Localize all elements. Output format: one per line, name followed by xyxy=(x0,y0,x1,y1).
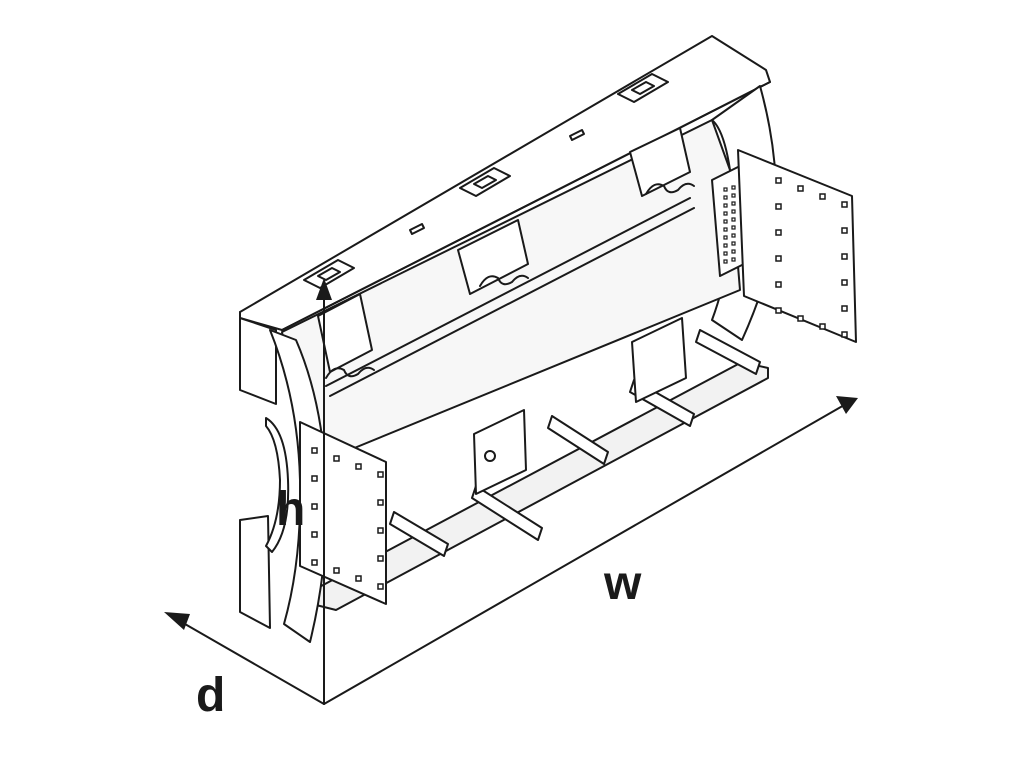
floor-fin xyxy=(389,511,449,557)
terminal-square xyxy=(841,227,848,234)
floor-bracket xyxy=(631,317,687,403)
terminal-square xyxy=(731,225,736,230)
terminal-square xyxy=(819,193,826,200)
terminal-square xyxy=(841,253,848,260)
terminal-square xyxy=(731,249,736,254)
terminal-square xyxy=(311,475,318,482)
connector-pins xyxy=(723,185,736,264)
terminal-square xyxy=(333,567,340,574)
terminal-square xyxy=(731,233,736,238)
terminal-square xyxy=(377,555,384,562)
top-slot xyxy=(303,259,355,289)
left-end-wall-window xyxy=(265,417,290,553)
terminal-square xyxy=(797,315,804,322)
top-slot xyxy=(409,223,425,235)
floor-fin xyxy=(695,329,761,375)
terminal-square xyxy=(377,471,384,478)
terminal-square xyxy=(775,177,782,184)
terminal-square xyxy=(723,227,728,232)
terminal-square xyxy=(311,503,318,510)
depth-label: d xyxy=(196,669,226,722)
terminal-square xyxy=(731,209,736,214)
terminal-square xyxy=(731,241,736,246)
terminal-square xyxy=(355,463,362,470)
depth-arrow xyxy=(177,619,325,705)
terminal-square xyxy=(311,447,318,454)
terminal-square xyxy=(723,243,728,248)
terminal-square xyxy=(841,279,848,286)
terminal-square xyxy=(377,583,384,590)
terminal-square xyxy=(333,455,340,462)
left-end-block xyxy=(239,317,277,405)
terminal-square xyxy=(377,499,384,506)
terminal-square xyxy=(311,531,318,538)
upper-clip xyxy=(457,219,529,295)
terminal-square xyxy=(723,211,728,216)
floor-fin xyxy=(547,415,609,465)
left-end-block-lower xyxy=(239,515,271,629)
terminal-plate-left xyxy=(299,421,387,605)
terminal-square xyxy=(731,201,736,206)
terminal-square xyxy=(841,201,848,208)
terminal-square xyxy=(819,323,826,330)
width-label: w xyxy=(604,557,642,610)
height-label: h xyxy=(276,483,306,536)
terminal-square xyxy=(723,251,728,256)
terminal-square xyxy=(355,575,362,582)
top-slot xyxy=(569,129,585,141)
top-cover-edge xyxy=(281,81,771,331)
terminal-square xyxy=(775,203,782,210)
terminal-square xyxy=(311,559,318,566)
terminal-square xyxy=(731,217,736,222)
floor-fin xyxy=(471,485,543,541)
top-slot xyxy=(459,167,511,197)
terminal-square xyxy=(723,203,728,208)
terminal-square xyxy=(723,219,728,224)
terminal-square xyxy=(731,257,736,262)
terminal-plate-right xyxy=(737,149,857,343)
terminal-square xyxy=(775,229,782,236)
upper-clip xyxy=(629,127,695,197)
terminal-square xyxy=(723,187,728,192)
terminal-square xyxy=(841,305,848,312)
terminal-square xyxy=(723,259,728,264)
floor-bracket xyxy=(473,409,527,495)
terminal-square xyxy=(723,195,728,200)
terminal-square xyxy=(841,331,848,338)
terminal-square xyxy=(731,185,736,190)
terminal-points-right xyxy=(775,177,848,338)
terminal-square xyxy=(797,185,804,192)
terminal-square xyxy=(377,527,384,534)
terminal-square xyxy=(731,193,736,198)
terminal-points-left xyxy=(311,447,384,590)
terminal-square xyxy=(775,255,782,262)
terminal-square xyxy=(775,281,782,288)
top-slot xyxy=(617,73,669,103)
terminal-square xyxy=(723,235,728,240)
width-arrow xyxy=(323,403,847,705)
terminal-square xyxy=(775,307,782,314)
upper-clip xyxy=(317,293,375,379)
